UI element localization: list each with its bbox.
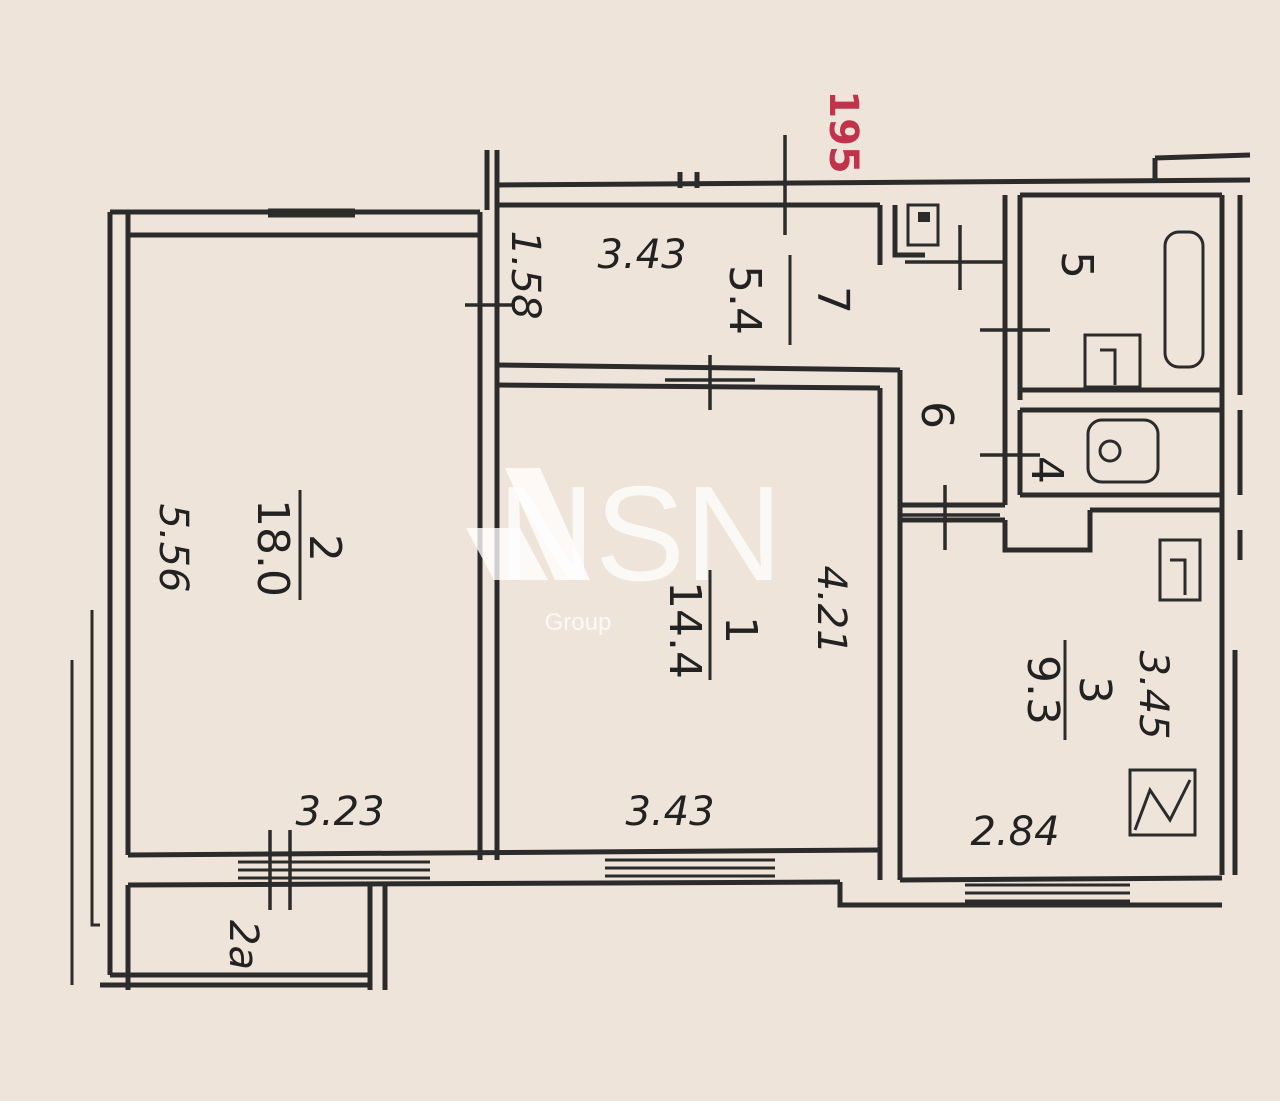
room-3-width: 2.84 [970, 809, 1059, 855]
nsn-watermark: NSN Group [466, 458, 783, 636]
room-3-length: 3.45 [1130, 650, 1176, 739]
stove-icon [1128, 768, 1197, 837]
room-1-area: 14.4 [659, 581, 710, 679]
watermark-logo-mark [466, 528, 548, 580]
room-2-length: 5.56 [150, 503, 196, 592]
room-6-number: 6 [911, 401, 962, 429]
room-2-number: 2 [299, 534, 350, 562]
room-4-number: 4 [1021, 456, 1072, 484]
watermark-sub: Group [545, 609, 612, 636]
bathtub-icon [1163, 230, 1205, 369]
room-7-length: 1.58 [502, 230, 548, 319]
room-3-area: 9.3 [1017, 655, 1068, 725]
kitchen-sink-icon [1158, 538, 1202, 602]
windows [238, 208, 1130, 903]
room-7-label: 7 5.4 3.43 1.58 [502, 230, 858, 345]
sink-icon [1083, 333, 1142, 389]
room-1-length: 4.21 [808, 565, 854, 654]
room-5-number: 5 [1051, 251, 1102, 279]
facade [70, 610, 1222, 990]
balcony-number: 2a [220, 920, 266, 970]
room-7-area: 5.4 [719, 265, 770, 335]
room-1-width: 3.43 [625, 789, 714, 835]
room-2-area: 18.0 [247, 499, 298, 597]
room-2-label: 2 18.0 5.56 3.23 [150, 490, 385, 835]
section-number: 195 [820, 90, 866, 174]
watermark-logo-stroke [505, 468, 590, 580]
room-3-number: 3 [1069, 676, 1120, 704]
room-7-width: 3.43 [597, 232, 686, 278]
boiler-icon [906, 203, 940, 247]
toilet-icon [1086, 418, 1160, 484]
watermark-brand: NSN [497, 458, 782, 609]
room-1-number: 1 [715, 616, 766, 644]
door-markers [268, 135, 1050, 910]
room-3-label: 3 9.3 3.45 2.84 [970, 640, 1176, 855]
room-7-number: 7 [807, 286, 858, 314]
room-2-width: 3.23 [295, 789, 384, 835]
room-1-label: 1 14.4 4.21 3.43 [625, 565, 854, 835]
